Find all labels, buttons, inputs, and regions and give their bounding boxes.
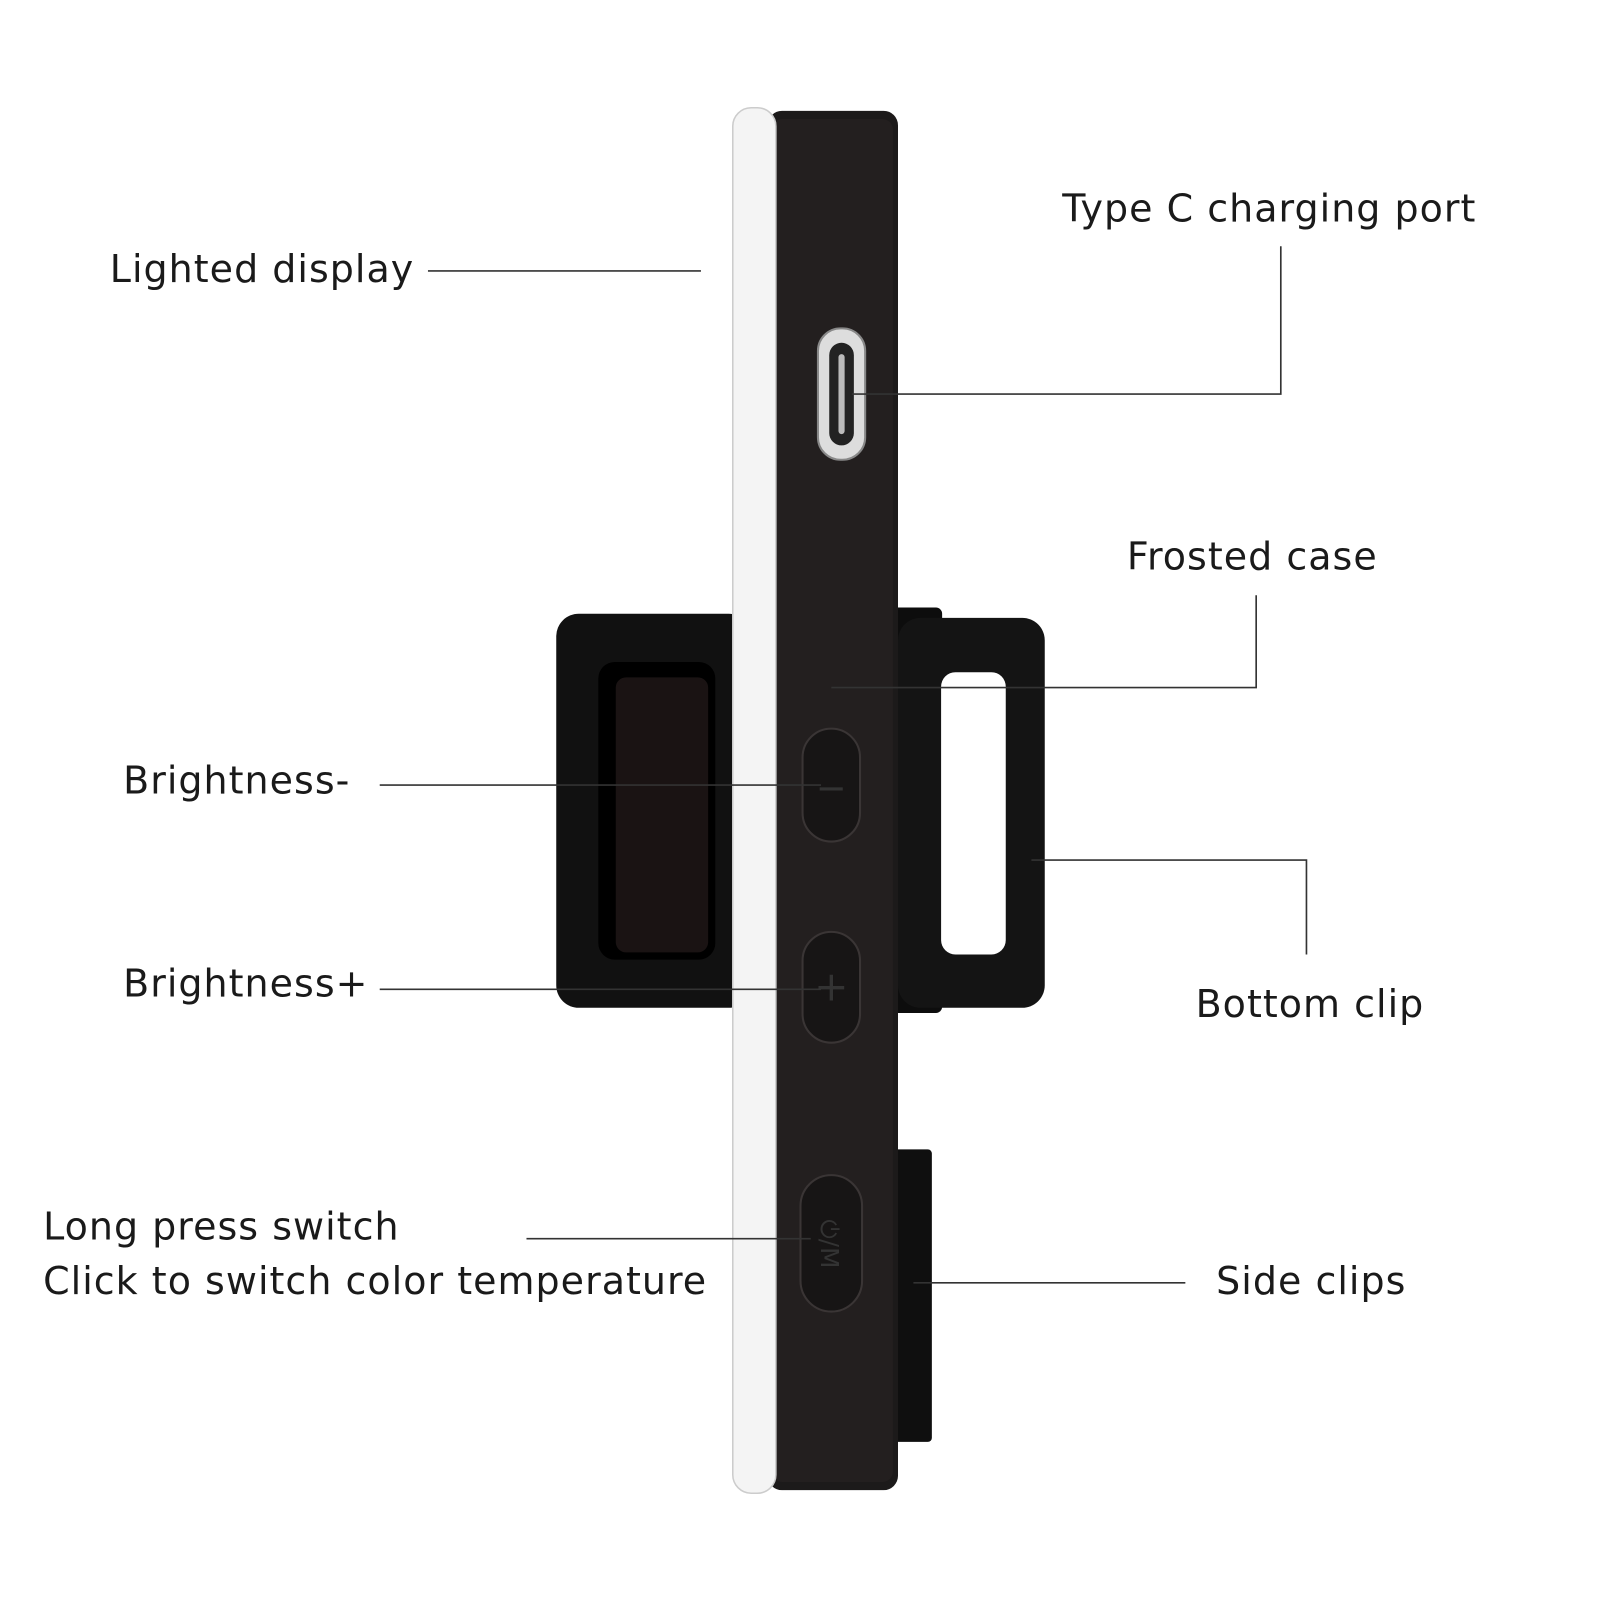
left-clip xyxy=(556,613,752,1008)
plus-icon: + xyxy=(814,963,848,1011)
type-c-port xyxy=(816,327,867,461)
brightness-plus-button: + xyxy=(801,930,862,1044)
label-type-c-port: Type C charging port xyxy=(1061,187,1476,231)
label-brightness-plus: Brightness+ xyxy=(123,962,368,1006)
power-mode-button: ⏻/M xyxy=(799,1174,864,1313)
leader-bottom-clip xyxy=(1031,859,1308,955)
label-lighted-display: Lighted display xyxy=(110,247,415,291)
label-brightness-minus: Brightness- xyxy=(123,758,350,802)
label-long-press: Long press switch xyxy=(43,1205,399,1249)
leader-frosted-case xyxy=(831,595,1257,689)
power-mode-icon: ⏻/M xyxy=(815,1219,844,1268)
leader-type-c xyxy=(851,246,1282,395)
bottom-clip xyxy=(882,607,1045,1013)
label-click-switch: Click to switch color temperature xyxy=(43,1259,707,1303)
label-side-clips: Side clips xyxy=(1216,1259,1406,1303)
minus-icon: − xyxy=(816,766,847,809)
side-clip xyxy=(890,1149,932,1442)
label-frosted-case: Frosted case xyxy=(1127,535,1378,579)
lighted-display-strip xyxy=(731,106,777,1495)
label-bottom-clip: Bottom clip xyxy=(1196,982,1425,1026)
